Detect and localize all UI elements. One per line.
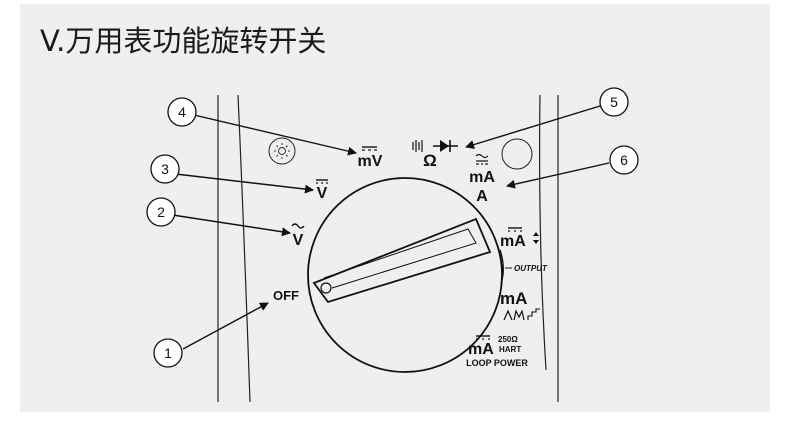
round-button-icon[interactable] [501, 138, 533, 170]
arrow-1 [182, 302, 269, 350]
arrow-5 [465, 105, 601, 149]
ac-v-label: V [293, 232, 304, 249]
arrow-2 [165, 213, 291, 237]
off-label: OFF [273, 288, 299, 303]
arrow-6 [506, 162, 610, 189]
svg-text:5: 5 [610, 94, 618, 110]
continuity-icon [412, 140, 423, 152]
ramp-icon [503, 309, 513, 321]
rotary-knob [307, 177, 503, 373]
loop-power-label: LOOP POWER [466, 358, 528, 368]
ac-v-symbol [291, 223, 305, 229]
callout-5: 5 [599, 87, 629, 117]
ma-source-label: mA [500, 233, 526, 250]
page-title: V.万用表功能旋转开关 [40, 24, 327, 58]
ma-sim-label: mA [500, 289, 527, 308]
hart-label: HART [499, 345, 521, 354]
svg-text:6: 6 [620, 152, 628, 168]
step-icon [527, 308, 540, 320]
dc-v-label: V [317, 185, 328, 202]
mv-label: mV [358, 153, 383, 170]
knob-pointer-dot [320, 282, 332, 294]
ma-loop-label: mA [468, 341, 494, 358]
dc-v-symbol [316, 179, 328, 184]
svg-text:2: 2 [157, 204, 165, 220]
ac-dc-symbol [475, 153, 489, 165]
ma-label: mA [469, 169, 495, 186]
hart-ohm-label: 250Ω [498, 335, 518, 344]
a-label: A [476, 188, 488, 205]
arrow-3 [166, 172, 314, 194]
svg-text:4: 4 [178, 104, 186, 120]
up-down-icon [533, 232, 539, 244]
leader-arrows [165, 105, 610, 350]
svg-text:1: 1 [164, 345, 172, 361]
backlight-icon[interactable] [268, 137, 296, 165]
callout-6: 6 [609, 145, 639, 175]
diode-icon [433, 140, 458, 152]
dc-ma-source-symbol [508, 227, 522, 232]
dc-mv-symbol [362, 146, 377, 151]
ohm-label: Ω [423, 151, 437, 170]
callout-2: 2 [146, 197, 176, 227]
dc-ma-loop-symbol [476, 335, 490, 340]
svg-text:3: 3 [161, 161, 169, 177]
arrow-4 [193, 114, 357, 156]
meter-body-outline [217, 94, 559, 403]
callout-1: 1 [153, 338, 183, 368]
wave-icon [513, 309, 525, 321]
output-label: OUTPUT [514, 264, 548, 273]
callout-4: 4 [167, 97, 197, 127]
callout-3: 3 [150, 154, 180, 184]
output-bracket [499, 249, 504, 285]
